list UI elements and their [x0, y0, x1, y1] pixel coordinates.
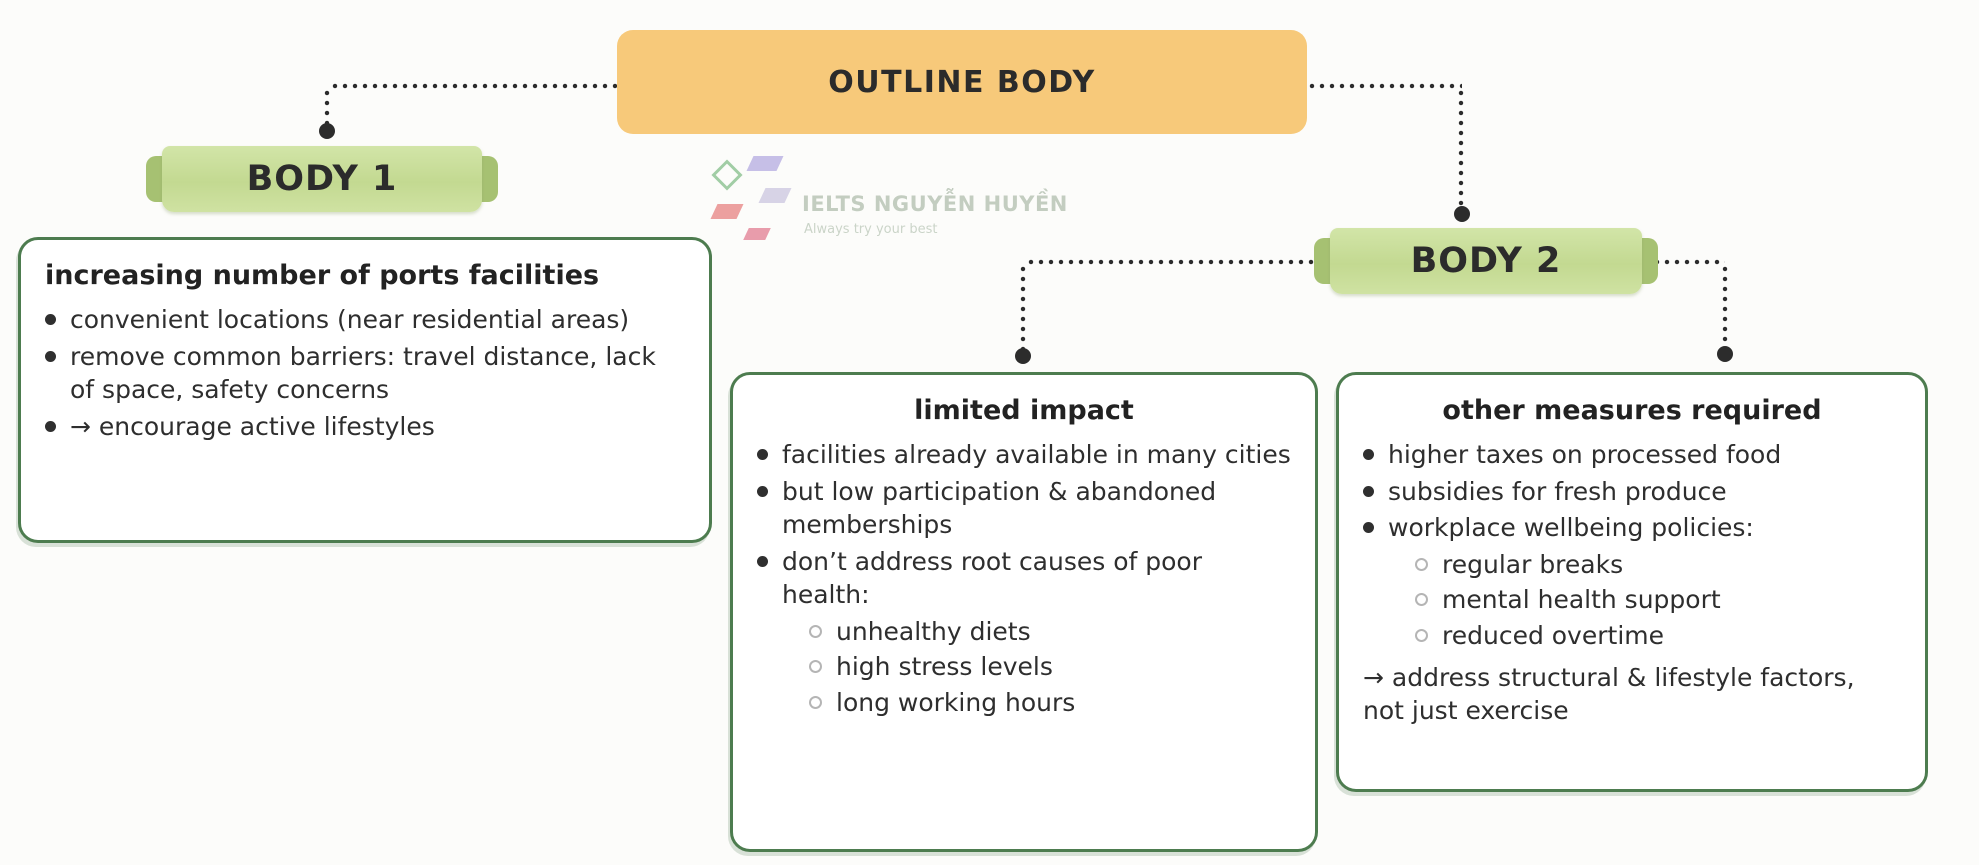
watermark-tagline: Always try your best [804, 222, 938, 237]
watermark-logo-diamond-icon [711, 159, 743, 191]
sub-bullet-text: reduced overtime [1442, 620, 1664, 650]
outline-root-title: OUTLINE BODY [828, 64, 1096, 100]
ribbon-band: BODY 2 [1330, 228, 1642, 294]
other-measures-note-box: other measures required higher taxes on … [1336, 372, 1928, 792]
bullet-icon [1363, 485, 1374, 497]
other-measures-conclusion: → address structural & lifestyle factors… [1363, 663, 1855, 725]
list-item: remove common barriers: travel distance,… [45, 340, 685, 407]
bullet-text: remove common barriers: travel distance,… [70, 341, 656, 405]
sub-list-item: long working hours [809, 686, 1291, 720]
connector-endpoint-dot [1015, 348, 1031, 364]
sub-bullet-text: mental health support [1442, 585, 1721, 614]
bullet-icon [45, 314, 56, 325]
sub-bullet-icon [809, 660, 822, 673]
tab-body-1: BODY 1 [146, 146, 498, 212]
watermark-logo-shape-icon [746, 156, 784, 171]
limited-impact-note-box: limited impact facilities already availa… [730, 372, 1318, 852]
connector-body2-to-limited-vertical [1020, 264, 1026, 350]
list-item: but low participation & abandoned member… [757, 475, 1291, 542]
bullet-text: workplace wellbeing policies: [1388, 513, 1754, 542]
sub-bullet-icon [809, 624, 822, 638]
tab-body-2: BODY 2 [1314, 228, 1658, 294]
bullet-text: subsidies for fresh produce [1388, 476, 1727, 506]
sub-list-item: high stress levels [809, 650, 1291, 684]
connector-body2-to-measures-horizontal [1642, 259, 1725, 265]
watermark-logo-shape-icon [710, 204, 744, 219]
list-item: convenient locations (near residential a… [45, 303, 685, 337]
bullet-icon [1363, 522, 1374, 533]
watermark-brand: IELTS NGUYỄN HUYỀN [802, 192, 1068, 216]
sub-list-item: unhealthy diets [809, 615, 1291, 649]
list-item: subsidies for fresh produce [1363, 475, 1901, 509]
limited-impact-heading: limited impact [914, 395, 1134, 426]
watermark-logo-shape-icon [743, 228, 771, 240]
sub-bullet-icon [1415, 593, 1428, 606]
list-item: → encourage active lifestyles [45, 410, 685, 444]
other-measures-bullet-list: higher taxes on processed food subsidies… [1363, 438, 1901, 545]
sub-bullet-text: high stress levels [836, 652, 1053, 681]
sub-list-item: regular breaks [1415, 548, 1901, 582]
outline-root-box: OUTLINE BODY [617, 30, 1307, 134]
sub-bullet-text: regular breaks [1442, 549, 1624, 579]
bullet-icon [1363, 449, 1374, 460]
connector-root-to-body2-horizontal [1307, 83, 1462, 89]
tab-body-2-label: BODY 2 [1410, 241, 1562, 281]
connector-endpoint-dot [319, 123, 335, 139]
connector-body2-to-measures-vertical [1722, 264, 1728, 348]
ribbon-band: BODY 1 [162, 146, 482, 212]
connector-endpoint-dot [1454, 206, 1470, 222]
body1-bullet-list: convenient locations (near residential a… [45, 303, 685, 443]
limited-impact-sub-list: unhealthy diets high stress levels long … [757, 615, 1291, 720]
connector-root-to-body1-vertical [324, 88, 330, 124]
sub-bullet-text: unhealthy diets [836, 616, 1031, 646]
list-item: facilities already available in many cit… [757, 438, 1291, 472]
list-item: higher taxes on processed food [1363, 438, 1901, 472]
connector-root-to-body2-vertical [1458, 88, 1464, 208]
sub-bullet-text: long working hours [836, 687, 1076, 717]
connector-root-to-body1-horizontal [330, 83, 617, 89]
body1-note-box: increasing number of ports facilities co… [18, 237, 712, 543]
body1-heading: increasing number of ports facilities [45, 260, 600, 291]
limited-impact-bullet-list: facilities already available in many cit… [757, 438, 1291, 612]
bullet-icon [45, 420, 56, 432]
tab-body-1-label: BODY 1 [246, 159, 398, 199]
bullet-text: → encourage active lifestyles [70, 411, 435, 441]
connector-body2-to-limited-horizontal [1026, 259, 1330, 265]
bullet-text: don’t address root causes of poor health… [782, 546, 1203, 610]
connector-endpoint-dot [1717, 346, 1733, 362]
bullet-icon [757, 449, 768, 460]
bullet-text: convenient locations (near residential a… [70, 305, 630, 334]
bullet-text: higher taxes on processed food [1388, 440, 1782, 469]
list-item: workplace wellbeing policies: [1363, 511, 1901, 545]
sub-list-item: mental health support [1415, 583, 1901, 617]
list-item: don’t address root causes of poor health… [757, 545, 1291, 612]
sub-list-item: reduced overtime [1415, 619, 1901, 653]
bullet-icon [45, 350, 56, 362]
watermark: IELTS NGUYỄN HUYỀN Always try your best [710, 156, 1072, 260]
bullet-text: but low participation & abandoned member… [782, 476, 1217, 540]
bullet-icon [757, 485, 768, 497]
other-measures-sub-list: regular breaks mental health support red… [1363, 548, 1901, 653]
sub-bullet-icon [809, 695, 822, 709]
other-measures-heading: other measures required [1442, 395, 1822, 426]
bullet-text: facilities already available in many cit… [782, 440, 1291, 469]
bullet-icon [757, 555, 768, 567]
sub-bullet-icon [1415, 557, 1428, 571]
sub-bullet-icon [1415, 628, 1428, 642]
watermark-logo-shape-icon [758, 188, 792, 203]
